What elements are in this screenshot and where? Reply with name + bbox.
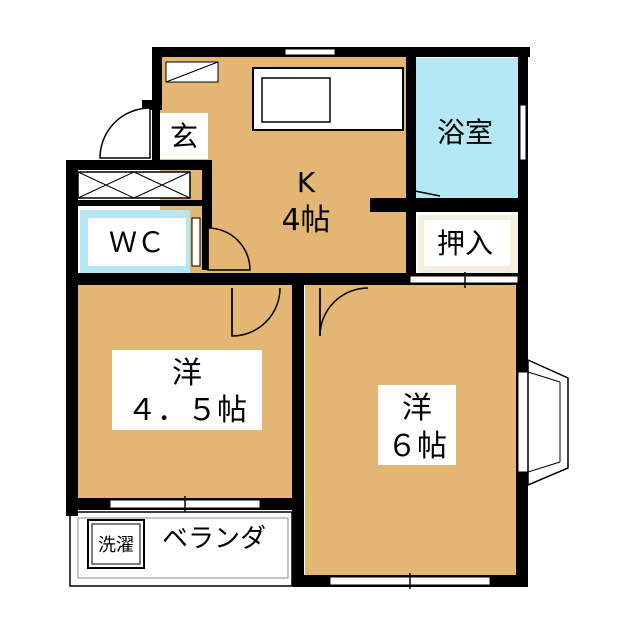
genkan-label-bg	[160, 113, 208, 159]
small-room-size: ４．５帖	[127, 393, 247, 428]
bath-floor	[415, 58, 520, 198]
veranda-inner	[77, 517, 289, 579]
windows	[77, 48, 569, 589]
bath-label: 浴室	[437, 116, 493, 149]
large-room-label-bg	[378, 385, 456, 465]
large-room-size: ６帖	[387, 429, 447, 464]
doors	[99, 107, 369, 337]
closet-label: 押入	[437, 227, 493, 260]
small-room-label-bg	[112, 350, 262, 430]
veranda-label: ベランダ	[162, 524, 266, 554]
kitchen-name: K	[297, 166, 316, 199]
large-room-name: 洋	[402, 391, 432, 426]
kitchen-sink	[261, 77, 331, 123]
genkan-label: 玄	[170, 120, 198, 153]
fixtures	[87, 61, 441, 569]
wc-label-bg	[88, 218, 186, 266]
kitchen-size: 4帖	[281, 203, 330, 238]
small-room-name: 洋	[172, 356, 202, 391]
laundry-label: 洗濯	[98, 535, 134, 556]
laundry-pan	[87, 519, 145, 569]
closet-label-bg	[424, 220, 510, 266]
wc-label: ＷＣ	[109, 226, 165, 259]
